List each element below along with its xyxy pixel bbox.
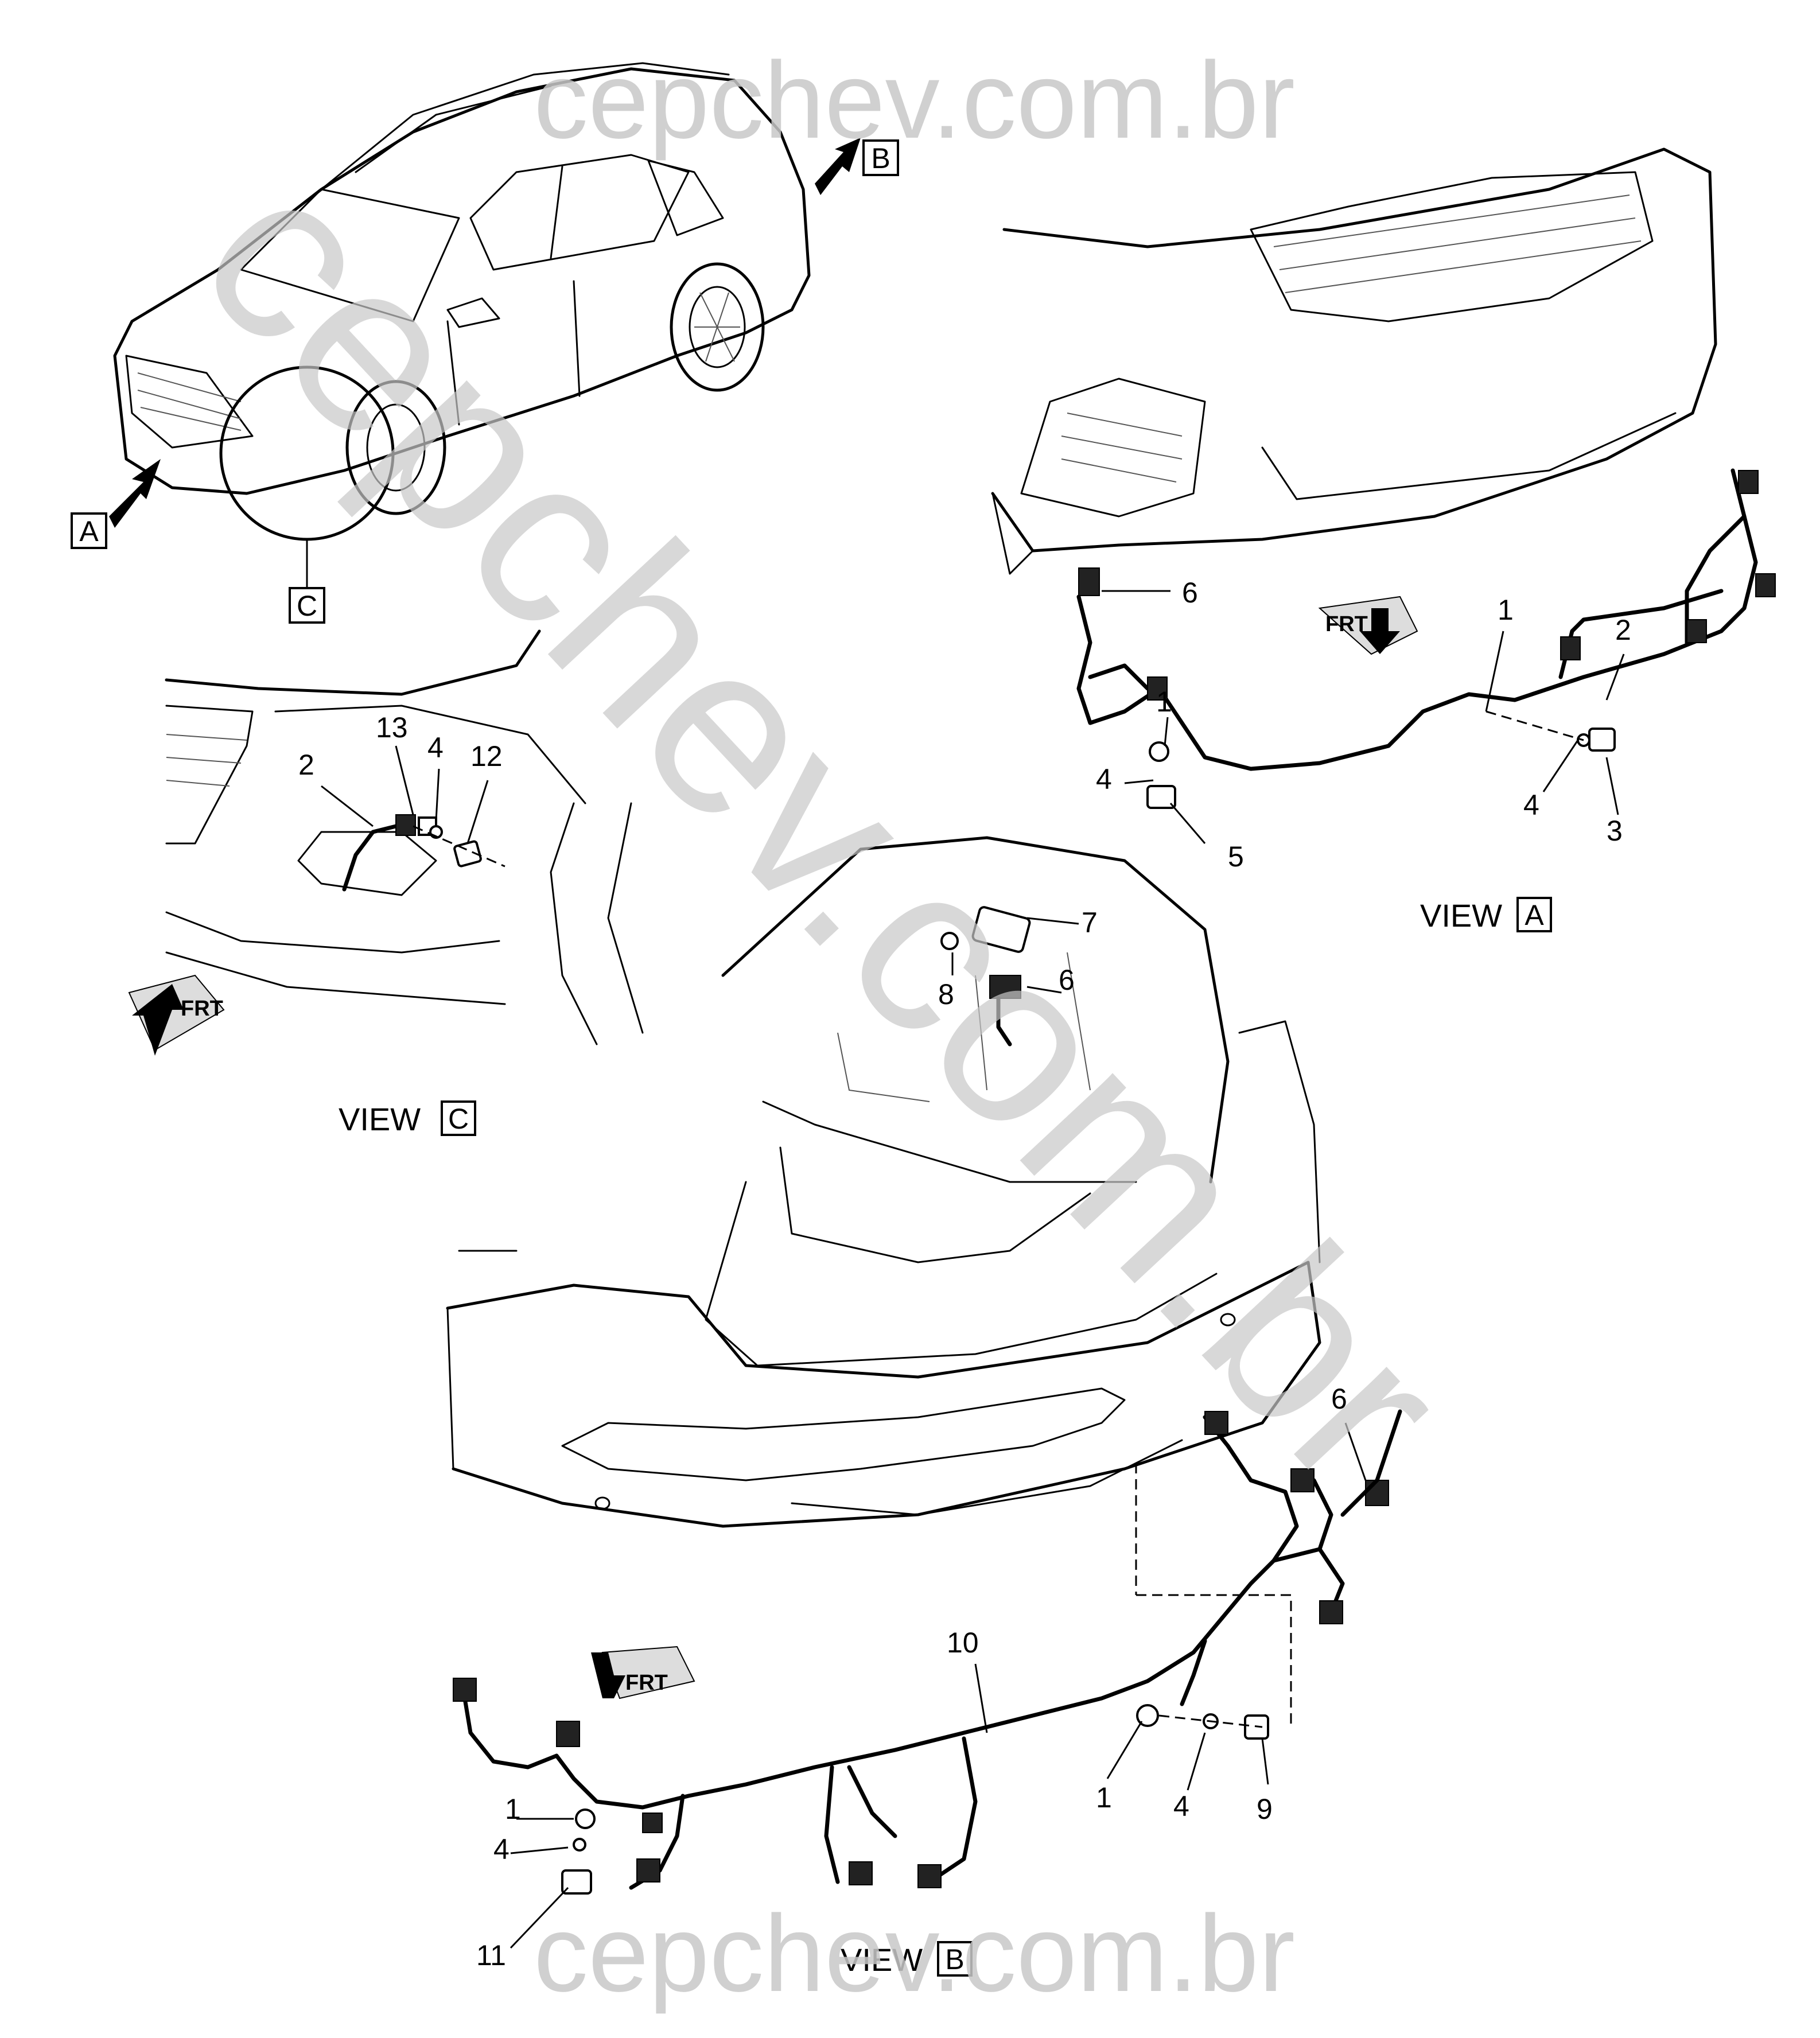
overview-letter-a: A — [79, 515, 99, 547]
view-a-label: VIEW — [1420, 897, 1502, 934]
view-b-callout-1b: 1 — [505, 1793, 521, 1825]
view-b-callout-6a: 6 — [1059, 964, 1075, 996]
view-b-callout-11: 11 — [476, 1939, 506, 1971]
watermark-diagonal: cepchev.com.br — [151, 122, 1496, 1537]
view-a-callout-5: 5 — [1228, 841, 1244, 873]
view-b-letter: B — [945, 1943, 964, 1975]
view-a-callout-6: 6 — [1182, 577, 1198, 609]
view-b-callout-6b: 6 — [1331, 1383, 1347, 1415]
view-b-frt: FRT — [625, 1671, 668, 1695]
view-a-callout-4a: 4 — [1096, 763, 1112, 795]
view-b-callout-4b: 4 — [493, 1833, 510, 1865]
overview-letter-b: B — [871, 142, 890, 174]
view-c-label: VIEW — [339, 1101, 421, 1137]
view-c-callout-12: 12 — [470, 740, 503, 772]
watermark-bottom: cepchev.com.br — [534, 1893, 1295, 2014]
view-c-frt: FRT — [181, 997, 223, 1021]
view-a-callout-2: 2 — [1615, 614, 1631, 646]
view-a-callout-3: 3 — [1607, 815, 1623, 847]
view-b-callout-10: 10 — [947, 1627, 979, 1659]
view-c-callout-4: 4 — [427, 732, 444, 764]
view-a-callout-1b: 1 — [1156, 686, 1172, 718]
overview-vehicle: A B C — [71, 62, 899, 624]
view-a: FRT 6 1 2 1 4 4 5 3 VIEW A — [991, 147, 1776, 934]
view-b-callout-7: 7 — [1082, 907, 1098, 939]
view-b-callout-9: 9 — [1257, 1793, 1273, 1825]
view-c-letter: C — [448, 1103, 469, 1135]
view-c-callout-2: 2 — [298, 749, 314, 781]
overview-letter-c: C — [297, 590, 317, 622]
view-b: FRT 7 8 6 6 10 1 4 9 1 4 11 VIEW B — [446, 836, 1402, 1978]
view-c: FRT 2 13 4 12 VIEW C — [128, 629, 644, 1137]
view-b-callout-4a: 4 — [1173, 1790, 1189, 1822]
view-a-letter: A — [1525, 899, 1544, 931]
view-c-callout-13: 13 — [376, 711, 408, 744]
view-a-frt: FRT — [1325, 612, 1368, 636]
view-a-callout-4b: 4 — [1523, 789, 1539, 821]
view-b-label: VIEW — [841, 1942, 923, 1978]
view-b-callout-1a: 1 — [1096, 1782, 1112, 1814]
watermark-top: cepchev.com.br — [534, 40, 1295, 161]
view-b-callout-8: 8 — [938, 978, 954, 1010]
view-a-callout-1a: 1 — [1498, 594, 1514, 626]
